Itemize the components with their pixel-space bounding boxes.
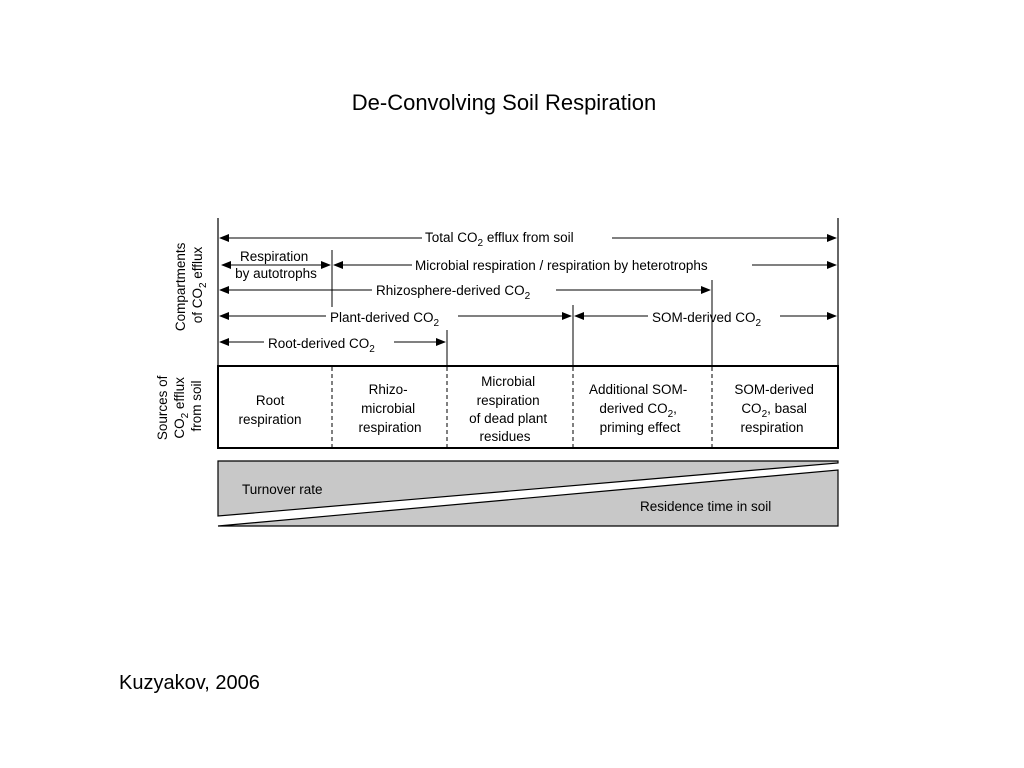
source-basal-respiration: SOM-derived CO2​, basal respiration bbox=[734, 382, 817, 435]
root-derived-label: Root-derived CO2​ bbox=[268, 336, 375, 355]
residence-time-label: Residence time in soil bbox=[640, 499, 771, 514]
total-efflux-label: Total CO2​ efflux from soil bbox=[425, 230, 574, 249]
plant-derived-label: Plant-derived CO2​ bbox=[330, 310, 440, 329]
rhizosphere-label: Rhizosphere-derived CO2​ bbox=[376, 283, 531, 302]
source-root-respiration: Root respiration bbox=[238, 393, 301, 427]
source-priming-effect: Additional SOM- derived CO2​, priming ef… bbox=[589, 382, 691, 435]
autotrophs-label: Respiration by autotrophs bbox=[235, 249, 317, 281]
citation: Kuzyakov, 2006 bbox=[119, 672, 260, 694]
turnover-rate-label: Turnover rate bbox=[242, 482, 323, 497]
sources-axis-label: Sources of CO2​ efflux from soil bbox=[155, 372, 204, 440]
turnover-rate-wedge bbox=[217, 460, 839, 517]
source-rhizomicrobial: Rhizo- microbial respiration bbox=[358, 382, 421, 435]
residence-time-wedge bbox=[217, 469, 839, 527]
source-dead-plant-residues: Microbial respiration of dead plant resi… bbox=[469, 374, 551, 444]
compartments-axis-label: Compartments of CO2​ efflux bbox=[173, 239, 209, 331]
heterotrophs-label: Microbial respiration / respiration by h… bbox=[415, 258, 708, 273]
som-derived-label: SOM-derived CO2​ bbox=[652, 310, 762, 329]
slide-title: De-Convolving Soil Respiration bbox=[351, 90, 657, 115]
sources-box bbox=[217, 365, 839, 449]
